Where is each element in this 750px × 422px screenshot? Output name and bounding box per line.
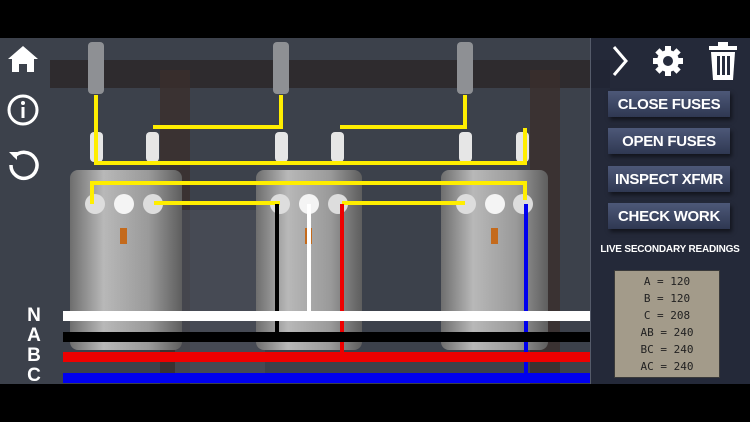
reading-c: C = 208 bbox=[643, 309, 691, 322]
readings-display: A = 120 B = 120 C = 208 AB = 240 BC = 24… bbox=[614, 270, 720, 378]
reading-a: A = 120 bbox=[643, 275, 691, 288]
neutral-bus[interactable] bbox=[63, 311, 590, 321]
home-icon[interactable] bbox=[6, 42, 40, 76]
reading-ac: AC = 240 bbox=[640, 360, 694, 373]
reset-icon[interactable] bbox=[6, 147, 40, 181]
reading-b: B = 120 bbox=[643, 292, 691, 305]
trash-icon[interactable] bbox=[707, 41, 739, 81]
readings-title: LIVE SECONDARY READINGS bbox=[600, 244, 740, 255]
phase-a-bus[interactable] bbox=[63, 332, 590, 342]
phase-c-bus[interactable] bbox=[63, 373, 590, 383]
transformer-3[interactable] bbox=[441, 170, 548, 350]
check-work-button[interactable]: CHECK WORK bbox=[608, 203, 730, 229]
close-fuses-button[interactable]: CLOSE FUSES bbox=[608, 91, 730, 117]
bus-label-c: C bbox=[27, 365, 41, 384]
secondary-jumpers[interactable] bbox=[275, 204, 528, 377]
gear-icon[interactable] bbox=[651, 44, 685, 78]
transformer-1[interactable] bbox=[70, 170, 182, 350]
open-fuses-button[interactable]: OPEN FUSES bbox=[608, 128, 730, 154]
reading-bc: BC = 240 bbox=[640, 343, 694, 356]
chevron-right-icon[interactable] bbox=[610, 44, 630, 78]
bus-label-n: N bbox=[27, 305, 41, 326]
phase-b-bus[interactable] bbox=[63, 352, 590, 362]
fuse-cutouts[interactable] bbox=[88, 42, 473, 94]
crossarm bbox=[50, 60, 610, 88]
bus-label-a: A bbox=[27, 325, 41, 346]
primary-wires[interactable] bbox=[90, 95, 527, 205]
info-icon[interactable] bbox=[6, 93, 40, 127]
bus-label-b: B bbox=[27, 345, 41, 366]
inspect-xfmr-button[interactable]: INSPECT XFMR bbox=[608, 166, 730, 192]
reading-ab: AB = 240 bbox=[640, 326, 694, 339]
